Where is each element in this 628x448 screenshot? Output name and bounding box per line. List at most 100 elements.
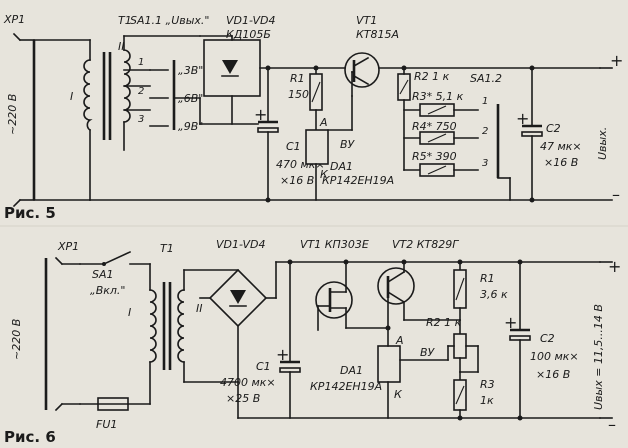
label-pin-k-fig5: К: [320, 168, 329, 181]
label-c2-fig6: C2: [540, 332, 555, 345]
label-r1-fig5: R1: [290, 72, 305, 85]
regulator-da1-fig6: [377, 327, 449, 419]
label-da1-type-fig6: КР142ЕН19А: [310, 380, 382, 393]
label-vt2-fig6: VT2 КТ829Г: [392, 238, 459, 251]
label-uout-fig6: Uвых = 11,5...14 В: [592, 304, 605, 410]
label-r3-val-fig6: 1к: [480, 394, 494, 407]
plug-xp1-fig5: [12, 32, 91, 208]
label-r1-val-fig6: 3,6 к: [480, 288, 508, 301]
caption-fig6: Рис. 6: [4, 428, 56, 446]
label-r4-fig5: R4* 750: [412, 120, 457, 133]
label-c2-volt-fig5: ×16 В: [544, 156, 578, 169]
label-mains-fig6: ~220 В: [10, 319, 23, 360]
resistor-r1-fig5: [309, 67, 323, 131]
label-r2-fig6: R2 1 к: [426, 316, 462, 329]
label-3v: „3В": [178, 64, 203, 77]
label-plus-fig6: +: [608, 257, 621, 276]
resistor-r2-fig6: [447, 333, 479, 373]
label-vd-fig6: VD1-VD4: [216, 238, 266, 251]
switch-sa1-fig6: [79, 250, 151, 266]
transistor-vt2-fig6: [345, 261, 461, 329]
label-winding1-fig6: I: [128, 306, 131, 319]
fuse-fu1: [79, 397, 151, 411]
label-mains-fig5: ~220 В: [6, 94, 19, 135]
label-sa1-fig6: SA1: [92, 268, 114, 281]
figure-5: XP1 ~220 В T1 I II: [3, 13, 623, 222]
capacitor-c1-fig6: +: [276, 261, 301, 419]
label-vt1-fig6: VT1 КП303Е: [300, 238, 369, 251]
label-r1-fig6: R1: [480, 272, 495, 285]
label-t1-fig6: T1: [160, 242, 174, 255]
label-sa11: SA1.1 „Uвых.": [130, 14, 209, 27]
label-c2-val-fig6: 100 мк×: [530, 350, 579, 363]
label-da1-fig5: DA1: [330, 160, 353, 173]
capacitor-c2-fig6: +: [504, 261, 531, 419]
label-xp1: XP1: [3, 13, 25, 26]
label-s3-fig5: 3: [482, 158, 488, 169]
label-da1-fig6: DA1: [340, 364, 363, 377]
transformer-t1-fig6: [149, 263, 239, 405]
switch-sa1-1: [123, 60, 259, 130]
label-sa1-on: „Вкл.": [90, 284, 125, 297]
regulator-da1-fig5: [305, 95, 353, 201]
label-vd-type-fig5: КД105Б: [226, 28, 271, 41]
label-fu1: FU1: [96, 418, 117, 431]
label-vt1-fig5: VT1: [356, 14, 377, 27]
caption-fig5: Рис. 5: [4, 204, 56, 222]
label-sa12: SA1.2: [470, 72, 502, 85]
resistor-r1-fig6: [453, 261, 467, 335]
label-r3-fig6: R3: [480, 378, 495, 391]
label-9v: „9В": [178, 120, 203, 133]
resistor-r2-fig5: [397, 65, 411, 171]
label-c1-volt-fig5: ×16 В: [280, 174, 314, 187]
label-c2-fig5: C2: [546, 122, 561, 135]
capacitor-c2-fig5: +: [516, 67, 543, 201]
bridge-vd1-vd4-fig5: [199, 35, 601, 125]
label-da1-type-fig5: КР142ЕН19А: [322, 174, 394, 187]
capacitor-c1-fig5: +: [254, 67, 279, 201]
label-c2-volt-fig6: ×16 В: [536, 368, 570, 381]
label-vd-fig5: VD1-VD4: [226, 14, 276, 27]
svg-text:+: +: [504, 313, 517, 332]
label-pin-a-fig5: А: [319, 116, 328, 129]
label-s2-fig5: 2: [482, 126, 488, 137]
label-winding2-fig5: II: [118, 40, 125, 53]
figure-6: XP1 ~220 В SA1 „Вкл." FU1: [4, 238, 621, 446]
label-vu-fig5: ВУ: [340, 138, 356, 151]
switch-sa1-2: [496, 104, 511, 201]
label-pin-a-fig6: А: [395, 334, 404, 347]
label-xp1-fig6: XP1: [57, 240, 79, 253]
label-tap2-fig5: 2: [138, 86, 144, 97]
label-s1-fig5: 1: [482, 96, 488, 107]
resistor-r3-fig5: [403, 103, 479, 117]
label-c2-val-fig5: 47 мк×: [540, 140, 582, 153]
label-winding1-fig5: I: [70, 90, 73, 103]
svg-text:+: +: [254, 105, 267, 124]
svg-text:+: +: [276, 345, 289, 364]
label-t1-fig5: T1: [118, 14, 132, 27]
svg-text:+: +: [516, 109, 529, 128]
transistor-vt1-fig6: [315, 261, 353, 331]
label-pin-k-fig6: К: [394, 388, 403, 401]
label-winding2-fig6: II: [196, 302, 203, 315]
label-c1-fig6: C1: [256, 360, 271, 373]
label-uout-fig5: Uвых.: [596, 127, 609, 160]
transformer-t1-fig5: [83, 35, 201, 201]
label-tap3-fig5: 3: [138, 114, 144, 125]
transistor-vt1-fig5: [344, 52, 380, 97]
label-r3-fig5: R3* 5,1 к: [412, 90, 464, 103]
label-vu-fig6: ВУ: [420, 346, 436, 359]
label-minus-fig5: –: [612, 185, 620, 204]
label-r5-fig5: R5* 390: [412, 150, 457, 163]
plug-xp1-fig6: [44, 256, 81, 412]
label-r2-fig5: R2 1 к: [414, 70, 450, 83]
label-tap1-fig5: 1: [138, 57, 144, 68]
resistor-r3-fig6: [453, 371, 467, 419]
label-r1-val-fig5: 150: [288, 88, 309, 101]
bridge-vd1-vd4-fig6: [199, 261, 601, 383]
label-minus-fig6: –: [608, 415, 616, 434]
resistor-r4-fig5: [403, 131, 479, 145]
label-c1-val-fig6: 4700 мк×: [220, 376, 276, 389]
